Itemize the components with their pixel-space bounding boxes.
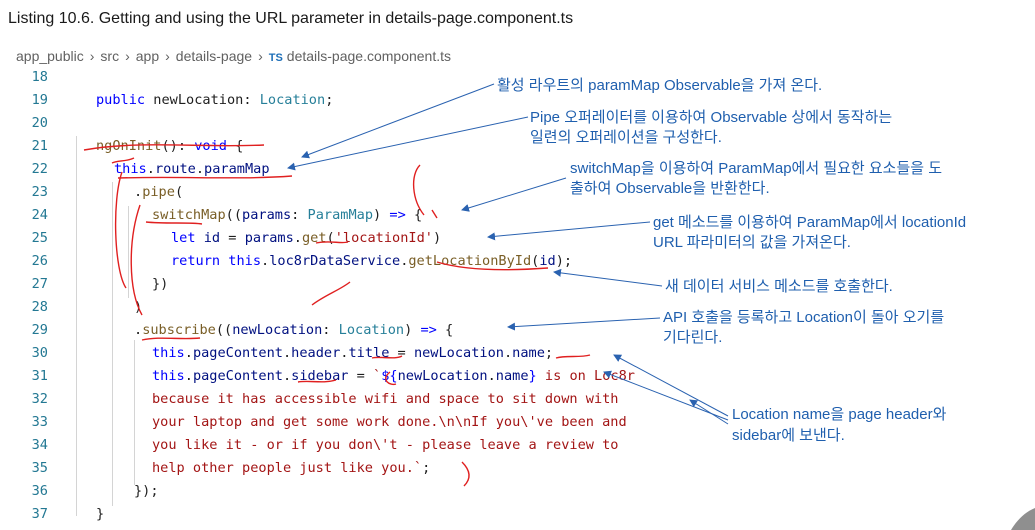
code-text: ngOnInit(): void { bbox=[96, 138, 244, 154]
breadcrumb-file[interactable]: details-page.component.ts bbox=[286, 48, 452, 64]
code-text: because it has accessible wifi and space… bbox=[152, 391, 619, 407]
line-number: 23 bbox=[31, 184, 48, 200]
line-number: 33 bbox=[31, 414, 48, 430]
annotation-switchmap-line1: switchMap을 이용하여 ParamMap에서 필요한 요소들을 도 bbox=[570, 160, 943, 177]
code-text: this.route.paramMap bbox=[114, 161, 270, 177]
listing-title: Listing 10.6. Getting and using the URL … bbox=[8, 10, 574, 27]
code-text: }); bbox=[134, 483, 159, 499]
line-number: 26 bbox=[31, 253, 48, 269]
line-number: 24 bbox=[31, 207, 48, 223]
line-number: 29 bbox=[31, 322, 48, 338]
chevron-right-icon: › bbox=[125, 48, 130, 64]
code-text: } bbox=[96, 506, 105, 522]
line-number: 34 bbox=[31, 437, 48, 453]
chevron-right-icon: › bbox=[165, 48, 170, 64]
code-text: help other people just like you.`; bbox=[152, 460, 431, 476]
line-number: 20 bbox=[31, 115, 48, 131]
indent-guide bbox=[134, 340, 135, 485]
annotation-get-line2: URL 파라미터의 값을 가져온다. bbox=[653, 234, 851, 251]
annotation-subscribe-line2: 기다린다. bbox=[663, 329, 723, 346]
line-number: 28 bbox=[31, 299, 48, 315]
annotation-subscribe-line1: API 호출을 등록하고 Location이 돌아 오기를 bbox=[663, 309, 945, 326]
breadcrumb-details-page[interactable]: details-page bbox=[175, 48, 253, 64]
code-text: this.pageContent.sidebar = `${newLocatio… bbox=[152, 368, 635, 384]
line-number: 27 bbox=[31, 276, 48, 292]
chevron-right-icon: › bbox=[258, 48, 263, 64]
code-text: you like it - or if you don\'t - please … bbox=[152, 437, 619, 453]
indent-guide bbox=[76, 136, 77, 516]
line-number: 31 bbox=[31, 368, 48, 384]
annotation-pipe-line2: 일련의 오퍼레이션을 구성한다. bbox=[530, 129, 722, 146]
code-text: return this.loc8rDataService.getLocation… bbox=[171, 253, 573, 269]
annotation-name-line2: sidebar에 보낸다. bbox=[732, 427, 845, 444]
line-number: 25 bbox=[31, 230, 48, 246]
annotation-pipe-line1: Pipe 오퍼레이터를 이용하여 Observable 상에서 동작하는 bbox=[530, 109, 893, 126]
code-text: ) bbox=[134, 299, 143, 315]
code-text: .subscribe((newLocation: Location) => { bbox=[134, 322, 454, 338]
annotation-get-line1: get 메소드를 이용하여 ParamMap에서 locationId bbox=[653, 214, 967, 231]
line-number: 21 bbox=[31, 138, 48, 154]
line-number: 36 bbox=[31, 483, 48, 499]
code-text: let id = params.get('locationId') bbox=[171, 230, 442, 246]
code-text: .pipe( bbox=[134, 184, 184, 200]
code-text: this.pageContent.header.title = newLocat… bbox=[152, 345, 554, 361]
line-number: 19 bbox=[31, 92, 48, 108]
line-number: 32 bbox=[31, 391, 48, 407]
breadcrumb-app[interactable]: app bbox=[135, 48, 160, 64]
code-text: switchMap((params: ParamMap) => { bbox=[152, 207, 423, 223]
typescript-file-icon: TS bbox=[268, 52, 283, 64]
line-number: 35 bbox=[31, 460, 48, 476]
chevron-right-icon: › bbox=[89, 48, 95, 64]
indent-guide bbox=[128, 206, 129, 298]
breadcrumb-app-public[interactable]: app_public bbox=[16, 48, 84, 64]
line-number: 37 bbox=[31, 506, 48, 522]
code-text: }) bbox=[152, 276, 169, 292]
line-number: 30 bbox=[31, 345, 48, 361]
code-text: public newLocation: Location; bbox=[96, 92, 334, 108]
scroll-corner-icon bbox=[1011, 508, 1035, 530]
breadcrumb-src[interactable]: src bbox=[100, 48, 120, 64]
annotation-service: 새 데이터 서비스 메소드를 호출한다. bbox=[665, 278, 893, 295]
annotation-name-line1: Location name을 page header와 bbox=[732, 406, 947, 423]
indent-guide bbox=[112, 182, 113, 506]
line-number: 18 bbox=[31, 69, 48, 85]
annotation-switchmap-line2: 출하여 Observable을 반환한다. bbox=[570, 180, 770, 197]
annotation-parammap: 활성 라우트의 paramMap Observable을 가져 온다. bbox=[497, 77, 823, 94]
line-number: 22 bbox=[31, 161, 48, 177]
code-text: your laptop and get some work done.\n\nI… bbox=[152, 414, 627, 430]
